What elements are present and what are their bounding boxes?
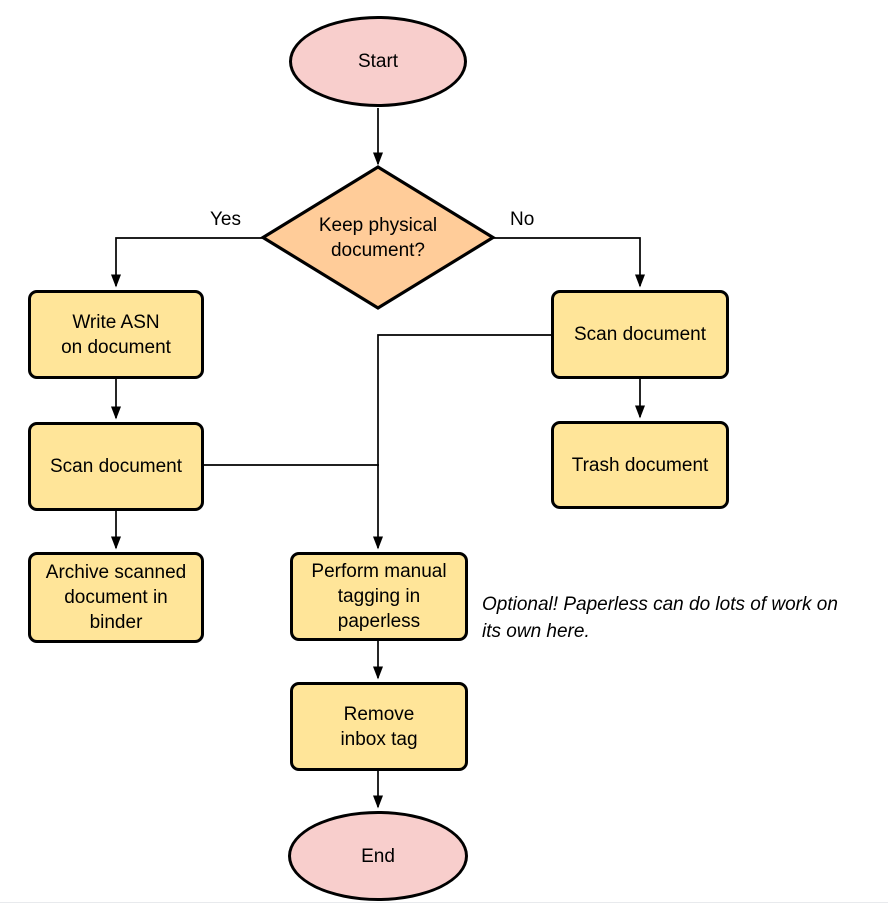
node-scan-document-left: Scan document — [28, 422, 204, 511]
node-scan-document-right: Scan document — [551, 290, 729, 379]
node-scan-document-left-label: Scan document — [49, 456, 183, 477]
node-start-label: Start — [357, 51, 399, 72]
edge-label-yes: Yes — [210, 209, 241, 230]
node-decision-label: Keep physical document? — [318, 215, 438, 261]
node-end: End — [288, 811, 468, 901]
edge-decision-no-to-scan-right — [492, 237, 645, 288]
node-archive-scanned-document: Archive scanned document in binder — [28, 552, 204, 643]
decision-node-shape — [259, 165, 497, 310]
node-perform-manual-tagging: Perform manual tagging in paperless — [290, 552, 468, 641]
edge-label-no: No — [510, 209, 535, 230]
node-archive-label: Archive scanned document in binder — [45, 562, 187, 633]
node-start: Start — [289, 16, 467, 107]
node-end-label: End — [361, 845, 395, 867]
node-write-asn-on-document: Write ASN on document — [28, 290, 204, 379]
edge-decision-yes-to-write-asn — [111, 237, 264, 288]
node-trash-document: Trash document — [551, 421, 729, 509]
node-scan-document-right-label: Scan document — [573, 324, 707, 345]
bottom-hairline — [0, 902, 888, 903]
node-write-asn-label: Write ASN on document — [61, 311, 171, 358]
node-perform-manual-tagging-label: Perform manual tagging in paperless — [311, 561, 447, 632]
note-optional-paperless: Optional! Paperless can do lots of work … — [482, 594, 838, 642]
edge-scan-right-to-tagging — [373, 334, 551, 550]
node-remove-inbox-tag-label: Remove inbox tag — [340, 703, 418, 750]
node-trash-document-label: Trash document — [571, 454, 709, 476]
node-remove-inbox-tag: Remove inbox tag — [290, 682, 468, 771]
